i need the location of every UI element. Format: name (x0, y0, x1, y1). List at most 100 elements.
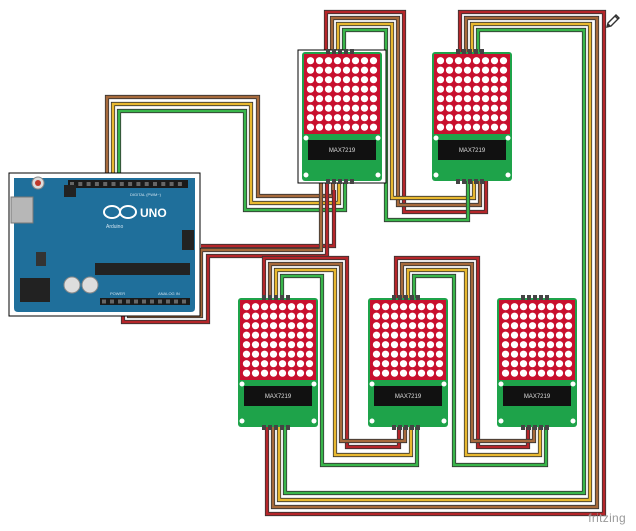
led-dot (306, 76, 315, 84)
led-dot (408, 350, 417, 358)
wire-arduino-power (121, 180, 329, 324)
input-pin (462, 49, 466, 54)
led-dot (305, 350, 314, 358)
led-dot (555, 350, 564, 358)
led-dot (251, 369, 260, 377)
mount-hole (570, 381, 576, 387)
led-dot (510, 312, 519, 320)
led-dot (296, 360, 305, 368)
led-dot (501, 360, 510, 368)
led-dot (399, 360, 408, 368)
output-pin (539, 425, 543, 430)
chip-label: MAX7219 (459, 148, 486, 154)
led-dot (537, 312, 546, 320)
led-dot (260, 331, 269, 339)
input-pin (268, 295, 272, 300)
led-dot (499, 114, 508, 122)
led-dot (463, 95, 472, 103)
mount-hole (303, 172, 309, 178)
led-dot (360, 95, 369, 103)
mount-hole (433, 172, 439, 178)
led-dot (555, 322, 564, 330)
led-dot (499, 85, 508, 93)
led-dot (369, 66, 378, 74)
wire-arduino-m1-clk (117, 109, 347, 212)
led-dot (306, 123, 315, 131)
output-pin (398, 425, 402, 430)
led-dot (436, 66, 445, 74)
led-dot (296, 331, 305, 339)
led-dot (305, 331, 314, 339)
pencil-icon-glyph (606, 14, 620, 28)
led-dot (426, 322, 435, 330)
led-dot (278, 369, 287, 377)
power-pin (166, 299, 170, 304)
led-dot (472, 76, 481, 84)
led-dot (445, 85, 454, 93)
led-dot (490, 85, 499, 93)
led-dot (435, 303, 444, 311)
led-dot (454, 76, 463, 84)
input-pin (274, 295, 278, 300)
led-dot (324, 66, 333, 74)
output-pin (456, 179, 460, 184)
input-pin (456, 49, 460, 54)
led-dot (390, 350, 399, 358)
led-dot (499, 57, 508, 65)
output-pin (404, 425, 408, 430)
output-pin (462, 179, 466, 184)
led-dot (351, 57, 360, 65)
led-dot (305, 360, 314, 368)
led-dot (472, 104, 481, 112)
led-dot (390, 331, 399, 339)
led-dot (242, 322, 251, 330)
led-dot (499, 66, 508, 74)
pencil-icon[interactable] (604, 12, 622, 30)
output-pin (480, 179, 484, 184)
led-dot (251, 350, 260, 358)
led-dot (463, 104, 472, 112)
output-pin (350, 179, 354, 184)
mount-hole (570, 418, 576, 424)
led-dot (546, 331, 555, 339)
max7219-chip (438, 140, 506, 160)
led-dot (306, 114, 315, 122)
wire-m3-m4-clk (280, 274, 419, 467)
led-dot (399, 312, 408, 320)
chip-label: MAX7219 (524, 394, 551, 400)
led-dot (369, 114, 378, 122)
led-dot (501, 312, 510, 320)
led-dot (360, 123, 369, 131)
led-dot (342, 66, 351, 74)
led-dot (342, 76, 351, 84)
led-dot (372, 350, 381, 358)
led-dot (342, 95, 351, 103)
output-pin (332, 179, 336, 184)
led-dot (436, 114, 445, 122)
led-dot (381, 369, 390, 377)
max7219-chip (374, 386, 442, 406)
wire-m4-m5-gnd (400, 262, 536, 443)
led-dot (324, 123, 333, 131)
led-matrix-panel (240, 300, 316, 380)
led-dot (454, 57, 463, 65)
led-dot (296, 369, 305, 377)
led-dot (463, 76, 472, 84)
mount-hole (498, 418, 504, 424)
power-pin (118, 299, 122, 304)
mount-hole (441, 418, 447, 424)
led-dot (445, 104, 454, 112)
arduino-pcb (14, 178, 195, 312)
led-dot (305, 341, 314, 349)
led-dot (417, 350, 426, 358)
led-dot (278, 303, 287, 311)
mount-hole (369, 418, 375, 424)
led-dot (296, 303, 305, 311)
led-dot (278, 312, 287, 320)
led-dot (436, 76, 445, 84)
led-dot (315, 104, 324, 112)
digital-header (68, 180, 188, 188)
led-dot (324, 76, 333, 84)
led-dot (519, 350, 528, 358)
